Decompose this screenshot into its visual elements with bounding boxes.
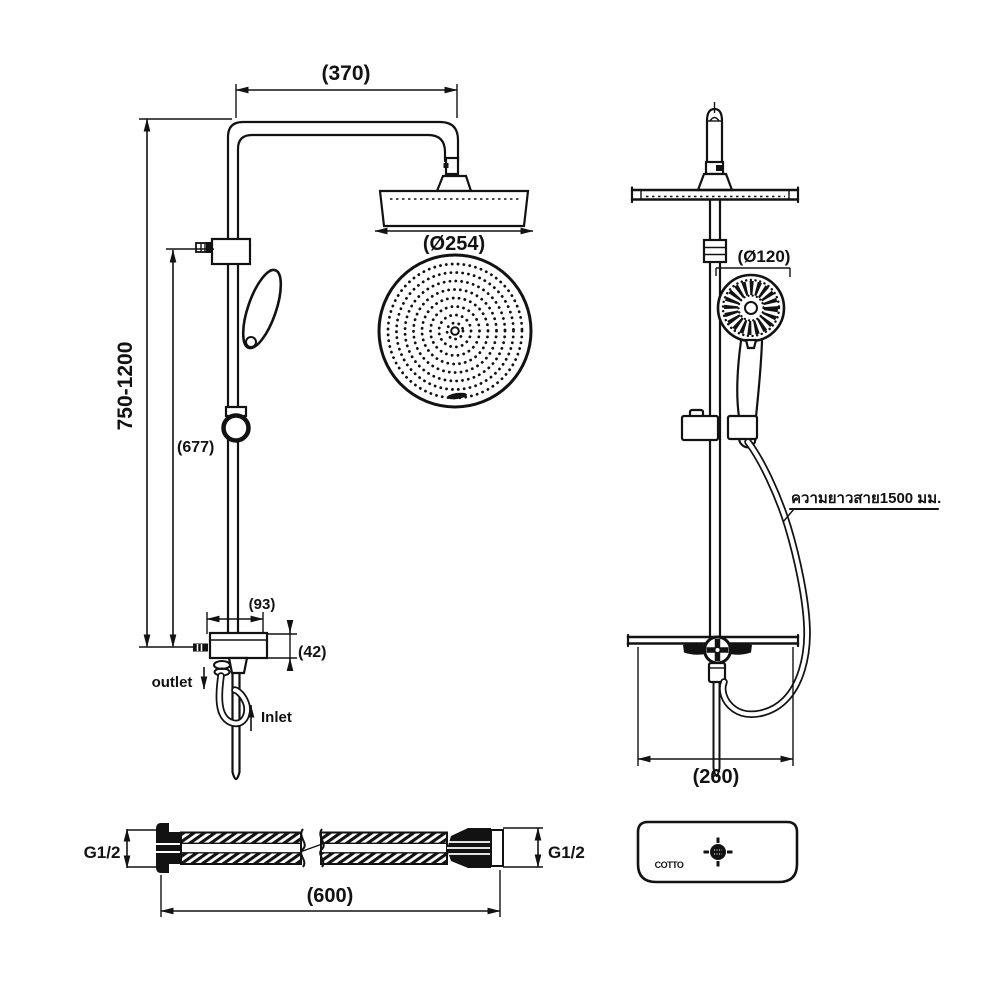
brand-mark-icon [447, 392, 467, 400]
dim-arm-reach: (370) [235, 62, 458, 118]
dim-hose-length: (600) [160, 870, 501, 917]
dim-valve-depth-label: (42) [298, 644, 326, 661]
lower-pipe [712, 681, 721, 777]
shelf-valve [683, 635, 752, 665]
hand-shower-side [241, 268, 283, 350]
dim-head-diameter-label: (Ø254) [423, 233, 485, 255]
rain-head-side: (Ø254) [374, 156, 534, 255]
dim-valve-width-label: (93) [249, 596, 276, 613]
break-symbol [299, 828, 326, 868]
brand-logo: COTTO [655, 860, 684, 870]
dim-rail-length-label: (677) [177, 439, 214, 456]
mixer-valve-side: (93) (42) [139, 596, 326, 781]
hose-nut-right [447, 828, 504, 868]
inlet-annotation: Inlet [247, 704, 292, 731]
rain-head-face [377, 253, 533, 409]
rail-wall-bracket [195, 237, 252, 266]
dim-hose-length-label: (600) [307, 885, 354, 907]
shower-arm [226, 120, 460, 267]
hose-length-note-label: ความยาวสาย1500 มม. [791, 490, 941, 507]
slider-bracket-front [680, 408, 759, 449]
side-view: (370) [114, 62, 534, 781]
front-view: (Ø120) [626, 102, 941, 788]
shower-rail [195, 237, 252, 635]
dim-base-width: (260) [637, 647, 794, 788]
hose-loop-side [215, 672, 251, 728]
dim-thread-right [503, 827, 543, 868]
dim-head-diameter: (Ø254) [374, 227, 534, 255]
mount-target-icon [703, 837, 733, 867]
hand-shower-front [716, 273, 786, 419]
base-shelf-front [626, 633, 800, 777]
thread-left-label: G1/2 [84, 843, 121, 862]
dim-valve-depth: (42) [267, 620, 326, 671]
valve-stem [193, 643, 208, 652]
rail-slider [221, 405, 251, 443]
dim-hand-shower-diameter: (Ø120) [715, 247, 791, 277]
dim-arm-reach-label: (370) [321, 62, 370, 85]
rain-head-front [630, 172, 800, 204]
top-pipe [704, 102, 725, 176]
shelf-top-view: COTTO [636, 820, 799, 884]
outlet-annotation: outlet [152, 667, 208, 691]
hose-body [180, 828, 448, 868]
dim-height-range-label: 750-1200 [114, 342, 137, 431]
dim-base-width-label: (260) [693, 766, 740, 788]
hand-shower-handle [736, 339, 764, 419]
thread-right-label: G1/2 [548, 843, 585, 862]
dim-hand-shower-diameter-label: (Ø120) [738, 247, 791, 266]
outlet-label: outlet [152, 674, 193, 691]
inlet-label: Inlet [261, 709, 292, 726]
hose-nut-left [156, 823, 181, 873]
hose-length-annotation: ความยาวสาย1500 มม. [782, 490, 941, 523]
hose-front [719, 438, 811, 718]
dim-rail-length: (677) [166, 248, 214, 648]
hose-detail-view: G1/2 [84, 823, 585, 917]
dim-valve-width: (93) [206, 596, 276, 634]
dim-height-range: 750-1200 [114, 118, 232, 648]
